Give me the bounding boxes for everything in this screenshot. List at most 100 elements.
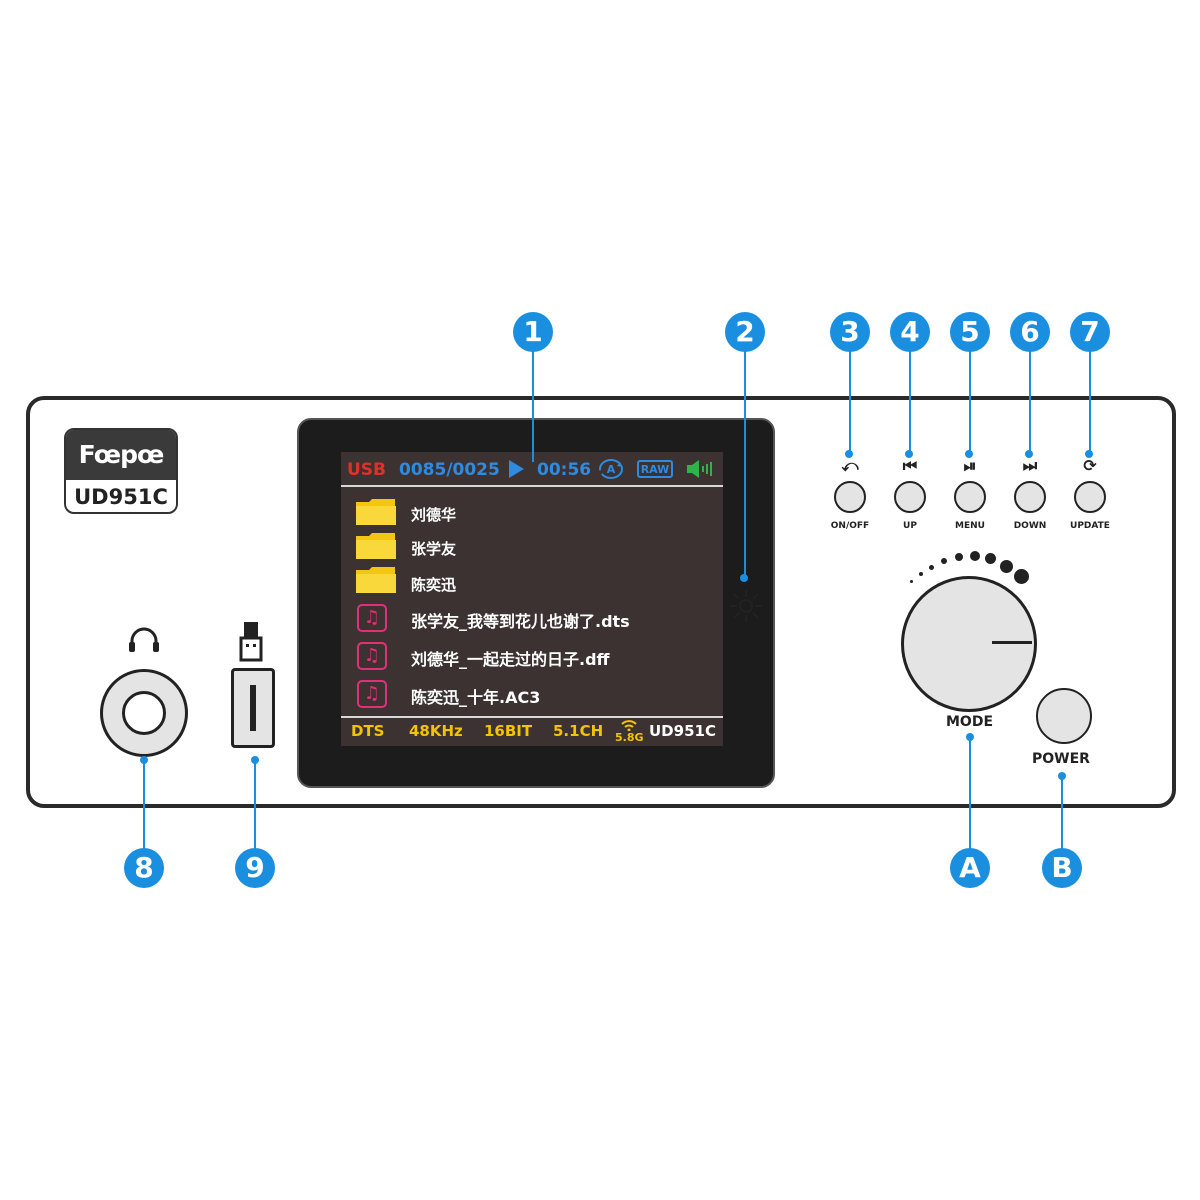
track-counter: 0085/0025 xyxy=(399,460,500,480)
callout-leader xyxy=(849,350,851,454)
footer-bar: DTS 48KHz 16BIT 5.1CH 5.8G UD951C xyxy=(341,718,723,746)
status-divider xyxy=(341,485,723,487)
callout-dot xyxy=(740,574,748,582)
callout-6: 6 xyxy=(1010,312,1050,352)
list-item-label: 刘德华 xyxy=(411,506,457,524)
headphone-jack-socket xyxy=(122,691,166,735)
callout-5: 5 xyxy=(950,312,990,352)
folder-icon xyxy=(356,499,396,525)
callout-leader xyxy=(1089,350,1091,454)
brand-badge: Fœpœ UD951C xyxy=(64,428,178,514)
footer-divider xyxy=(341,716,723,718)
callout-b: B xyxy=(1042,848,1082,888)
wireless-band-label: 5.8G xyxy=(615,731,644,744)
model-name: UD951C xyxy=(74,485,168,509)
callout-leader xyxy=(1029,350,1031,454)
list-item[interactable]: 张学友 xyxy=(341,530,723,566)
speaker-icon xyxy=(687,460,712,478)
update-button[interactable] xyxy=(1074,481,1106,513)
channels-label: 5.1CH xyxy=(553,722,604,740)
list-item[interactable]: 陈奕迅 xyxy=(341,564,723,600)
callout-dot xyxy=(1058,772,1066,780)
format-tag: RAW xyxy=(637,460,673,478)
sample-rate-label: 48KHz xyxy=(409,722,463,740)
on-off-button[interactable] xyxy=(834,481,866,513)
list-item[interactable]: 刘德华 xyxy=(341,496,723,532)
callout-leader xyxy=(1061,778,1063,850)
callout-dot xyxy=(1025,450,1033,458)
level-dot xyxy=(1000,560,1013,573)
callout-a: A xyxy=(950,848,990,888)
level-dot xyxy=(910,580,913,583)
callout-leader xyxy=(143,762,145,850)
list-item-label: 张学友_我等到花儿也谢了.dts xyxy=(411,612,630,631)
callout-dot xyxy=(140,756,148,764)
codec-label: DTS xyxy=(351,722,385,740)
bit-depth-label: 16BIT xyxy=(484,722,533,740)
menu-label: MENU xyxy=(955,521,985,531)
callout-4: 4 xyxy=(890,312,930,352)
power-button[interactable] xyxy=(1036,688,1092,744)
list-item-label: 陈奕迅 xyxy=(411,576,457,594)
list-item[interactable]: ♫ 张学友_我等到花儿也谢了.dts xyxy=(341,600,723,636)
headphone-icon xyxy=(129,627,159,652)
callout-7: 7 xyxy=(1070,312,1110,352)
knob-indicator xyxy=(992,641,1032,644)
level-dot xyxy=(985,553,996,564)
music-note-icon: ♫ xyxy=(357,642,387,670)
play-icon xyxy=(509,460,524,478)
down-label: DOWN xyxy=(1013,521,1047,531)
mode-knob[interactable] xyxy=(901,576,1037,712)
usb-stick-icon xyxy=(239,622,263,662)
callout-dot xyxy=(905,450,913,458)
music-note-icon: ♫ xyxy=(357,604,387,632)
next-icon: ⏭ xyxy=(1022,456,1038,475)
level-dot xyxy=(941,558,947,564)
list-item-label: 陈奕迅_十年.AC3 xyxy=(411,688,541,707)
callout-1: 1 xyxy=(513,312,553,352)
source-label: USB xyxy=(347,460,387,480)
callout-dot xyxy=(251,756,259,764)
callout-8: 8 xyxy=(124,848,164,888)
list-item-label: 刘德华_一起走过的日子.dff xyxy=(411,650,610,669)
back-arrow-icon: ⤺ xyxy=(841,456,859,475)
loop-icon: ⟳ xyxy=(1083,456,1097,475)
menu-button[interactable] xyxy=(954,481,986,513)
callout-dot xyxy=(965,450,973,458)
down-button[interactable] xyxy=(1014,481,1046,513)
update-label: UPDATE xyxy=(1070,521,1110,531)
wifi-icon xyxy=(621,720,637,731)
callout-leader xyxy=(532,350,534,462)
callout-leader xyxy=(969,350,971,454)
callout-dot xyxy=(1085,450,1093,458)
list-item[interactable]: ♫ 陈奕迅_十年.AC3 xyxy=(341,676,723,712)
up-button[interactable] xyxy=(894,481,926,513)
level-dot xyxy=(929,565,934,570)
level-dot xyxy=(970,551,980,561)
up-label: UP xyxy=(903,521,917,531)
status-bar: USB 0085/0025 00:56 A RAW xyxy=(341,452,723,486)
callout-dot xyxy=(845,450,853,458)
list-item-label: 张学友 xyxy=(411,540,457,558)
callout-leader xyxy=(969,739,971,851)
level-dot xyxy=(1014,569,1029,584)
mode-label: MODE xyxy=(946,714,994,730)
callout-9: 9 xyxy=(235,848,275,888)
play-pause-icon: ⏯ xyxy=(963,456,977,475)
level-dot xyxy=(955,553,963,561)
folder-icon xyxy=(356,533,396,559)
ir-sensor-icon xyxy=(730,590,762,622)
lcd-display: USB 0085/0025 00:56 A RAW 刘德华 xyxy=(341,452,723,746)
callout-dot xyxy=(966,733,974,741)
level-dot xyxy=(919,572,923,576)
play-time: 00:56 xyxy=(537,460,592,480)
callout-leader xyxy=(744,350,746,578)
music-note-icon: ♫ xyxy=(357,680,387,708)
list-item[interactable]: ♫ 刘德华_一起走过的日子.dff xyxy=(341,638,723,674)
usb-port-slot xyxy=(250,685,256,731)
footer-model-label: UD951C xyxy=(649,722,716,740)
previous-icon: ⏮ xyxy=(902,456,918,475)
callout-leader xyxy=(909,350,911,454)
callout-3: 3 xyxy=(830,312,870,352)
brand-logo: Fœpœ xyxy=(66,430,176,480)
